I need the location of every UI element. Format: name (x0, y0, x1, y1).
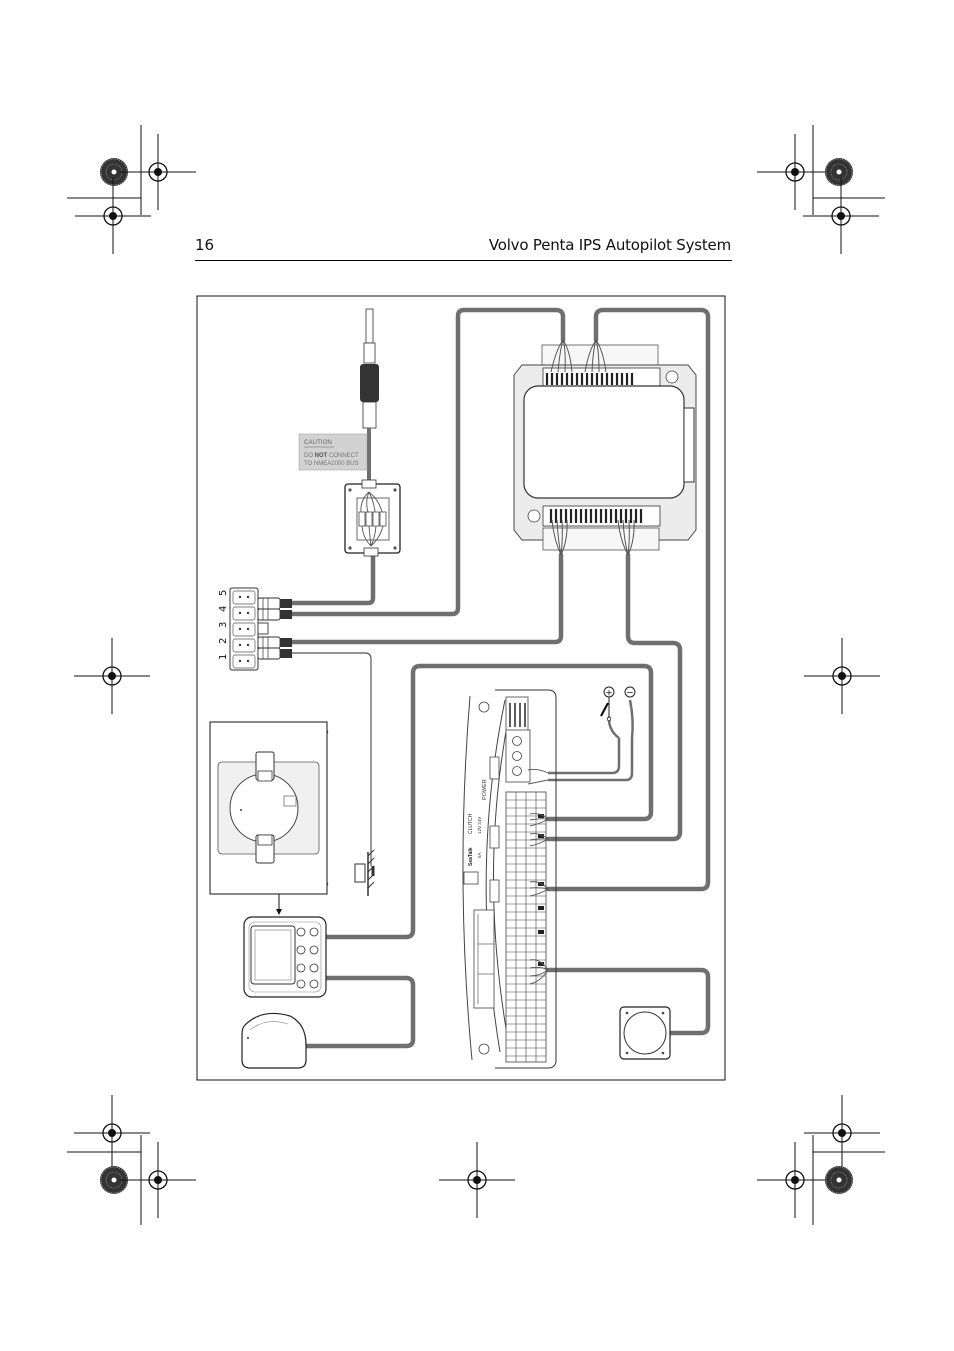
registration-target-icon (73, 1094, 151, 1172)
power-wires (548, 699, 634, 782)
ground-stud-icon (354, 863, 366, 883)
diagram-frame (196, 295, 726, 1081)
cable-junction-to-port-5 (289, 552, 376, 606)
junction-box (344, 479, 401, 557)
port-numbers: 1 2 3 4 5 (218, 590, 229, 660)
page-header-title: Volvo Penta IPS Autopilot System (488, 236, 731, 254)
connector-block (229, 587, 292, 671)
registration-target-icon (438, 1141, 516, 1219)
color-bar-starburst-icon (824, 157, 854, 187)
cable-interface-to-computer (545, 552, 683, 842)
ground-cable (292, 652, 372, 866)
joystick-remote (241, 1012, 307, 1069)
current-label: 5A (477, 852, 482, 858)
caution-line-1: DO NOT CONNECT (304, 453, 359, 459)
registration-target-icon (803, 1094, 881, 1172)
caution-line-2: TO NMEA2000 BUS (304, 461, 359, 467)
port-number-3: 3 (218, 622, 229, 628)
registration-marks (67, 125, 885, 1225)
registration-target-icon (756, 1141, 834, 1219)
port-number-2: 2 (218, 638, 229, 644)
voltage-label: 12V 24V (477, 817, 482, 834)
port-number-5: 5 (218, 590, 229, 596)
registration-target-icon (756, 133, 834, 211)
cable-port-2-to-interface (289, 552, 564, 645)
caution-box: CAUTION DO NOT CONNECT TO NMEA2000 BUS (298, 433, 368, 471)
positive-terminal-icon: + (605, 689, 613, 699)
course-computer: POWER CLUTCH 12V 24V SeaTalk 5A (462, 689, 557, 1069)
interface-unit (513, 339, 697, 556)
cable-port-4-to-interface (289, 307, 566, 617)
nmea-backbone-cable (360, 308, 379, 486)
registration-target-icon (119, 133, 197, 211)
clutch-label: CLUTCH (468, 813, 474, 834)
page-number: 16 (195, 236, 215, 254)
terminal-fanout (527, 768, 549, 985)
registration-target-icon (73, 637, 151, 715)
caution-heading: CAUTION (304, 439, 332, 446)
cable-computer-to-compass (545, 967, 711, 1036)
port-number-1: 1 (218, 654, 229, 660)
port-number-4: 4 (218, 606, 229, 612)
power-supply: + − (600, 686, 636, 722)
registration-target-icon (803, 637, 881, 715)
power-label: POWER (482, 779, 488, 800)
registration-target-icon (74, 177, 152, 255)
cable-interface-right-loop (545, 307, 711, 892)
color-bar-starburst-icon (824, 1165, 854, 1195)
control-head (243, 916, 327, 998)
drive-panel-inset (209, 721, 328, 895)
registration-target-icon (802, 177, 880, 255)
compass-sensor (619, 1006, 671, 1060)
negative-terminal-icon: − (626, 689, 634, 699)
header-rule (195, 260, 732, 261)
cable-controller-to-remote (302, 975, 416, 1049)
cable-controller-to-computer-seatalk (323, 663, 654, 940)
registration-target-icon (119, 1141, 197, 1219)
brand-label: SeaTalk (468, 847, 474, 866)
ground-hatch (367, 849, 375, 889)
